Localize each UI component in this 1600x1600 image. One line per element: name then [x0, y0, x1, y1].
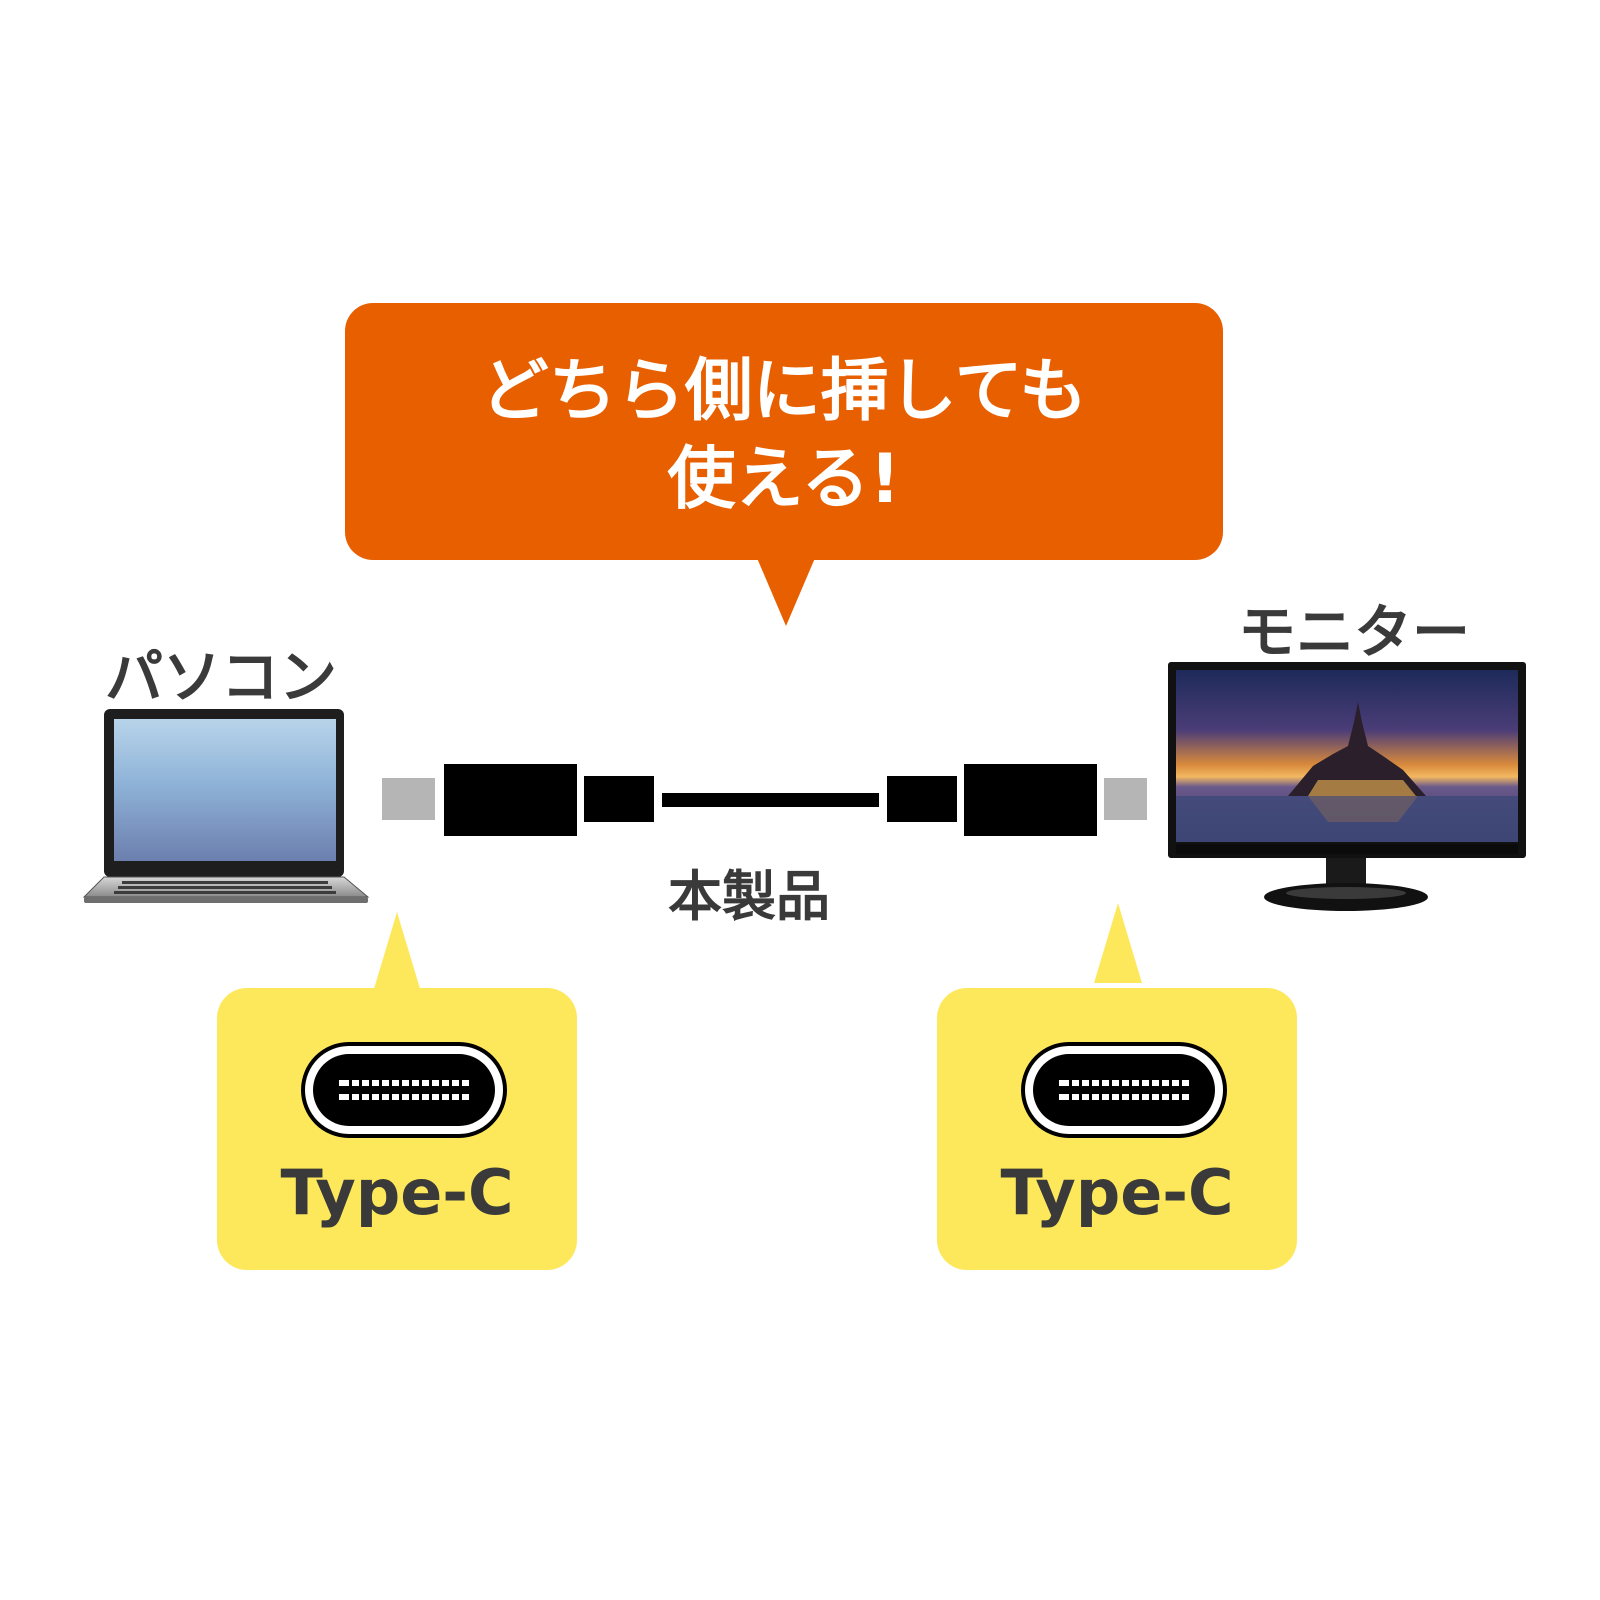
left-callout-tail	[373, 912, 421, 992]
pc-label: パソコン	[105, 643, 338, 711]
headline-bubble-tail	[757, 558, 815, 626]
usb-type-c-port-icon	[301, 1042, 507, 1138]
product-label: 本製品	[668, 865, 830, 928]
headline-text: どちら側に挿しても 使える!	[345, 348, 1223, 524]
right-port-label: Type-C	[1000, 1156, 1234, 1229]
left-port-callout: Type-C	[217, 988, 577, 1270]
right-callout-tail	[1094, 903, 1142, 983]
left-port-label: Type-C	[280, 1156, 514, 1229]
headline-line-2: 使える!	[667, 440, 901, 519]
monitor-label: モニター	[1238, 598, 1471, 666]
monitor-image	[1168, 662, 1526, 911]
laptop-image	[82, 709, 370, 903]
headline-bubble	[345, 303, 1223, 560]
right-port-callout: Type-C	[937, 988, 1297, 1270]
headline-line-1: どちら側に挿しても	[480, 352, 1088, 431]
usb-type-c-port-icon	[1021, 1042, 1227, 1138]
usb-c-cable	[382, 764, 1147, 836]
